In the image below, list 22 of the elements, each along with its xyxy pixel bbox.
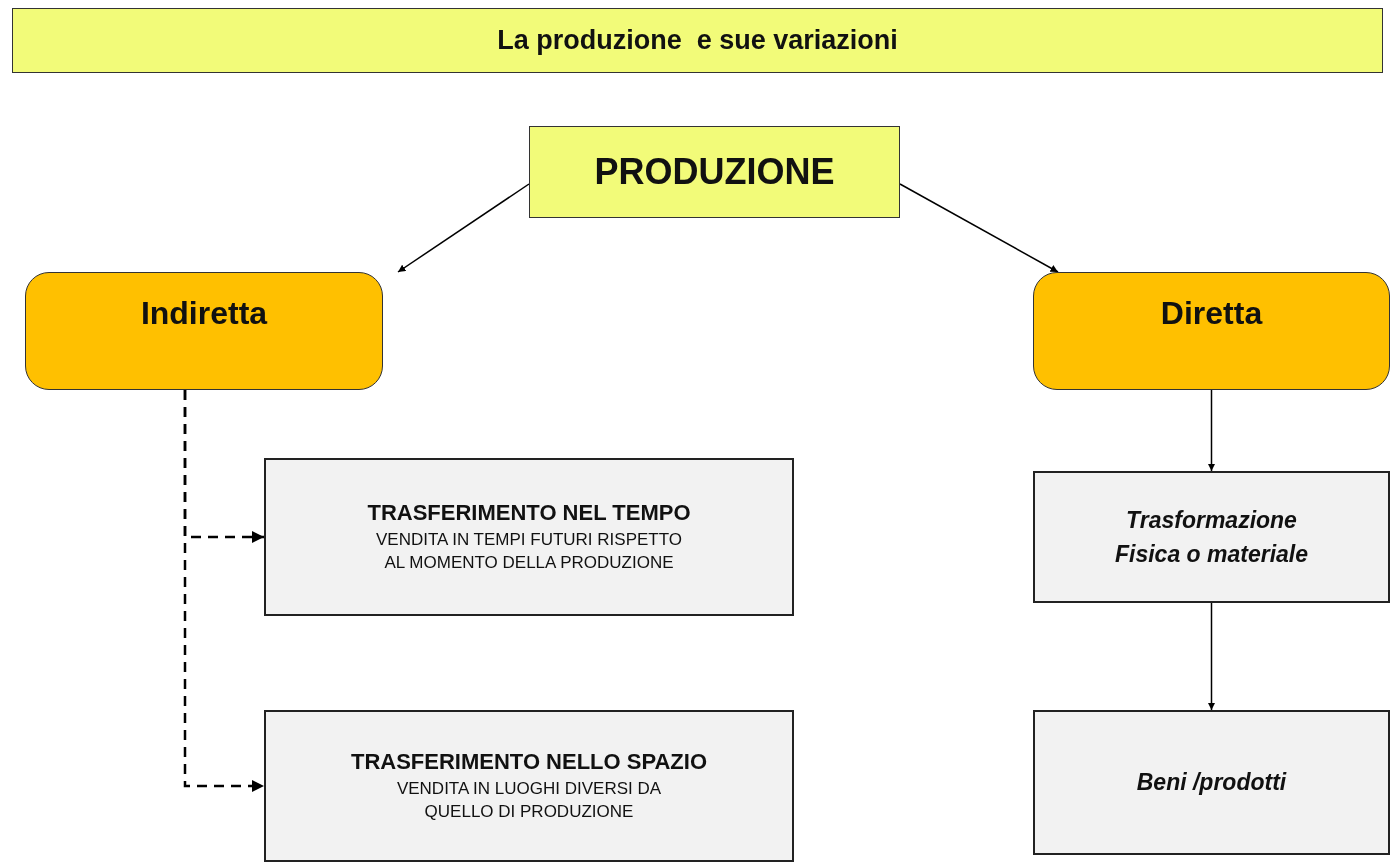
arrow	[1207, 602, 1216, 711]
dashed-arrow	[183, 390, 264, 793]
arrow	[397, 183, 530, 273]
result-box	[1033, 710, 1390, 855]
description-box	[264, 710, 794, 862]
box-label: Diretta	[1160, 294, 1263, 332]
result-box	[1033, 471, 1390, 603]
arrow	[899, 183, 1059, 273]
box-description: VENDITA IN TEMPI FUTURI RISPETTO AL MOMENTO DELLA PRODUZIONE	[374, 528, 683, 574]
description-box	[264, 458, 794, 616]
box-heading: TRASFERIMENTO NEL TEMPO	[367, 499, 691, 526]
category-box	[1033, 272, 1390, 390]
box-label: Trasformazione Fisica o materiale	[1113, 505, 1309, 569]
arrow	[1207, 389, 1216, 472]
box-label: Beni /prodotti	[1136, 768, 1287, 798]
title: La produzione e sue variazioni	[497, 25, 898, 56]
box-label: Indiretta	[140, 294, 268, 332]
main-box	[529, 126, 900, 218]
category-box	[25, 272, 383, 390]
box-description: VENDITA IN LUOGHI DIVERSI DA QUELLO DI PRODUZIONE	[395, 777, 663, 823]
box-heading: TRASFERIMENTO NELLO SPAZIO	[350, 748, 708, 775]
box-label: PRODUZIONE	[594, 151, 835, 193]
